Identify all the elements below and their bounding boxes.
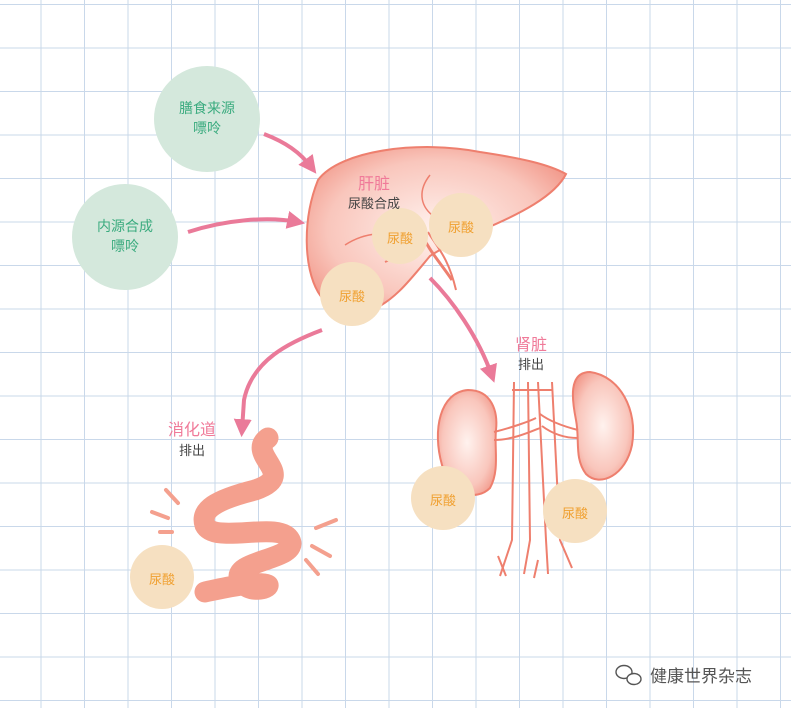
dietary-purine-line1: 膳食来源 bbox=[179, 101, 235, 117]
kidney-illustration bbox=[436, 370, 635, 579]
dietary-purine-label: 膳食来源 嘌呤 bbox=[167, 99, 247, 139]
urate-circle bbox=[429, 193, 493, 257]
endogenous-purine-line2: 嘌呤 bbox=[111, 239, 139, 255]
dietary-purine-line2: 嘌呤 bbox=[193, 121, 221, 137]
endogenous-purine-label: 内源合成 嘌呤 bbox=[85, 217, 165, 257]
kidney-title: 肾脏 bbox=[514, 335, 547, 354]
liver-subtitle: 尿酸合成 bbox=[347, 197, 400, 212]
liver-title: 肝脏 bbox=[357, 174, 390, 193]
kidney-subtitle: 排出 bbox=[517, 358, 544, 373]
urate-circle bbox=[411, 466, 475, 530]
urate-label: 尿酸 bbox=[561, 507, 588, 522]
arrow-liver-to-kidney bbox=[428, 276, 497, 383]
arrow-endogenous-to-liver bbox=[187, 211, 306, 234]
endogenous-purine-circle bbox=[72, 184, 178, 290]
intestine-pain-lines bbox=[150, 488, 338, 576]
urate-label: 尿酸 bbox=[447, 221, 474, 236]
dietary-purine-circle bbox=[154, 66, 260, 172]
urate-label: 尿酸 bbox=[429, 494, 456, 509]
arrow-dietary-to-liver bbox=[263, 132, 317, 174]
urate-label: 尿酸 bbox=[148, 573, 175, 588]
urate-circle bbox=[372, 208, 428, 264]
wechat-icon bbox=[615, 664, 642, 686]
urate-circle bbox=[320, 262, 384, 326]
urate-circle bbox=[543, 479, 607, 543]
intestine-subtitle: 排出 bbox=[178, 444, 205, 459]
arrow-liver-to-intestine bbox=[233, 328, 323, 438]
intestine-illustration bbox=[193, 427, 302, 603]
watermark-text: 健康世界杂志 bbox=[650, 667, 752, 687]
urate-circle bbox=[130, 545, 194, 609]
endogenous-purine-line1: 内源合成 bbox=[97, 219, 153, 235]
urate-label: 尿酸 bbox=[386, 232, 413, 247]
intestine-title: 消化道 bbox=[167, 420, 216, 439]
urate-label: 尿酸 bbox=[338, 290, 365, 305]
